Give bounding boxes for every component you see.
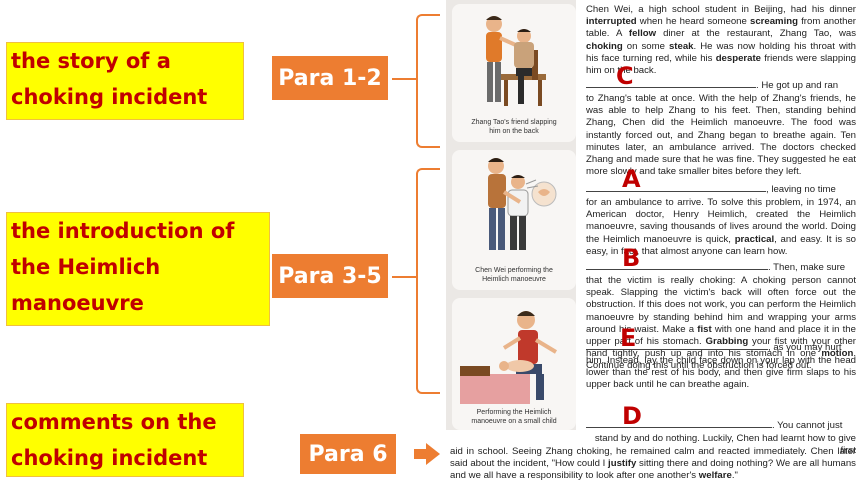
blank-tail: , leaving no time <box>766 184 836 195</box>
text-run: ." <box>731 470 738 482</box>
para-label-1-2: Para 1-2 <box>272 56 388 100</box>
vocab-word: desperate <box>715 52 762 64</box>
bracket-connector <box>392 276 416 278</box>
caption-line: Zhang Tao's friend slapping <box>471 119 557 126</box>
text-run: . He was now holding his throat with his… <box>586 40 857 64</box>
summary-line: the introduction of <box>11 219 235 243</box>
text-run: sitting there and doing nothing? We are … <box>450 458 856 482</box>
answer-letter: B <box>622 244 641 272</box>
child-heimlich-illustration-icon <box>460 311 558 404</box>
vocab-word: screaming <box>749 16 798 28</box>
vocab-word: choking <box>586 40 623 52</box>
para-label-3-5: Para 3-5 <box>272 254 388 298</box>
paragraph-2-first-line: . He got up and ran <box>586 80 856 92</box>
summary-heimlich: the introduction of the Heimlich manoeuv… <box>6 212 270 326</box>
blank-line <box>586 87 756 88</box>
caption-line: manoeuvre on a small child <box>471 418 557 425</box>
summary-line: the story of a <box>11 49 171 73</box>
summary-line: comments on the <box>11 410 217 434</box>
paragraph-5: him. Instead, lay the child face down on… <box>586 355 856 391</box>
text-run: friends were slapping him on the back. <box>586 52 856 77</box>
caption-line: Chen Wei performing the <box>475 267 553 274</box>
text-run: . Continue doing this until the obstruct… <box>586 348 856 372</box>
text-run: with one hand and place it in the upper … <box>586 323 856 348</box>
paragraph-6-second-line: stand by and do nothing. Luckily, Chen h… <box>594 433 856 457</box>
arrow-right-icon <box>426 443 440 465</box>
blank-line <box>586 269 768 270</box>
caption-line: Heimlich manoeuvre <box>482 276 546 283</box>
paragraph-3-first-line: , leaving no time <box>586 184 856 196</box>
vocab-word: motion <box>821 348 854 360</box>
vocab-word: fellow <box>628 28 657 40</box>
summary-line: choking incident <box>11 446 208 470</box>
text-run: for an ambulance to arrive. To solve thi… <box>586 197 856 245</box>
paragraph-4: that the victim is really choking: A cho… <box>586 275 856 373</box>
blank-line <box>586 191 766 192</box>
paragraph-6: aid in school. Seeing Zhang choking, he … <box>450 446 856 483</box>
answer-letter: D <box>622 402 642 430</box>
summary-comments: comments on the choking incident <box>6 403 244 477</box>
para-label-6: Para 6 <box>300 434 396 474</box>
answer-letter: C <box>616 62 634 90</box>
text-run: , and easy. It is so easy, in fact, that… <box>586 233 857 257</box>
blank-line <box>586 427 772 428</box>
text-run: on some <box>622 40 669 52</box>
vocab-word: welfare <box>698 470 732 482</box>
text-run: from another table. A <box>586 16 857 40</box>
illustration-heimlich: Chen Wei performing the Heimlich manoeuv… <box>452 150 576 290</box>
text-run: that the victim is really choking: A cho… <box>586 275 856 335</box>
vocab-word: steak <box>668 40 694 52</box>
text-run: when he heard someone <box>636 16 750 28</box>
caption-2: Chen Wei performing the Heimlich manoeuv… <box>452 266 576 284</box>
text-run: your fist with your other hand tightly, … <box>586 336 856 360</box>
blank-tail: . He got up and ran <box>756 80 839 91</box>
paragraph-5-first-line: , as you may hurt <box>586 342 856 354</box>
answer-letter: E <box>620 324 637 352</box>
blank-tail: . You cannot just <box>772 420 843 431</box>
vocab-word: justify <box>608 458 637 470</box>
textbook-page: Zhang Tao's friend slapping him on the b… <box>446 0 860 484</box>
illustration-back-slap: Zhang Tao's friend slapping him on the b… <box>452 4 576 142</box>
text-run: diner at the restaurant, Zhang Tao, was <box>656 28 857 40</box>
caption-3: Performing the Heimlich manoeuvre on a s… <box>452 408 576 426</box>
paragraph-6-first-line: . You cannot just <box>586 420 856 432</box>
caption-line: him on the back <box>489 128 539 135</box>
summary-line: manoeuvre <box>11 291 144 315</box>
vocab-word: practical <box>734 233 775 245</box>
bracket-para-1-2 <box>416 14 440 148</box>
paragraph-2: to Zhang's table at once. With the help … <box>586 93 856 178</box>
blank-tail: . Then, make sure <box>768 262 846 273</box>
bracket-connector <box>392 78 416 80</box>
illustration-child: Performing the Heimlich manoeuvre on a s… <box>452 298 576 430</box>
paragraph-3: for an ambulance to arrive. To solve thi… <box>586 197 856 258</box>
summary-story: the story of a choking incident <box>6 42 244 120</box>
arrow-shaft <box>414 449 426 459</box>
vocab-word: interrupted <box>586 16 637 28</box>
caption-1: Zhang Tao's friend slapping him on the b… <box>452 118 576 136</box>
summary-line: the Heimlich <box>11 255 161 279</box>
vocab-word: Grabbing <box>705 336 749 348</box>
vocab-word: fist <box>697 323 712 335</box>
summary-line: choking incident <box>11 85 208 109</box>
caption-line: Performing the Heimlich <box>476 409 552 416</box>
bracket-para-3-5 <box>416 168 440 394</box>
blank-line <box>586 349 768 350</box>
paragraph-1: Chen Wei, a high school student in Beiji… <box>586 4 856 77</box>
text-run: aid in school. Seeing Zhang choking, he … <box>450 446 856 470</box>
paragraph-4-first-line: . Then, make sure <box>586 262 856 274</box>
back-slap-illustration-icon <box>486 16 546 106</box>
heimlich-illustration-icon <box>488 158 557 250</box>
text-run: Chen Wei, a high school student in Beiji… <box>586 4 856 15</box>
blank-tail: , as you may hurt <box>768 342 842 353</box>
answer-letter: A <box>622 165 641 193</box>
